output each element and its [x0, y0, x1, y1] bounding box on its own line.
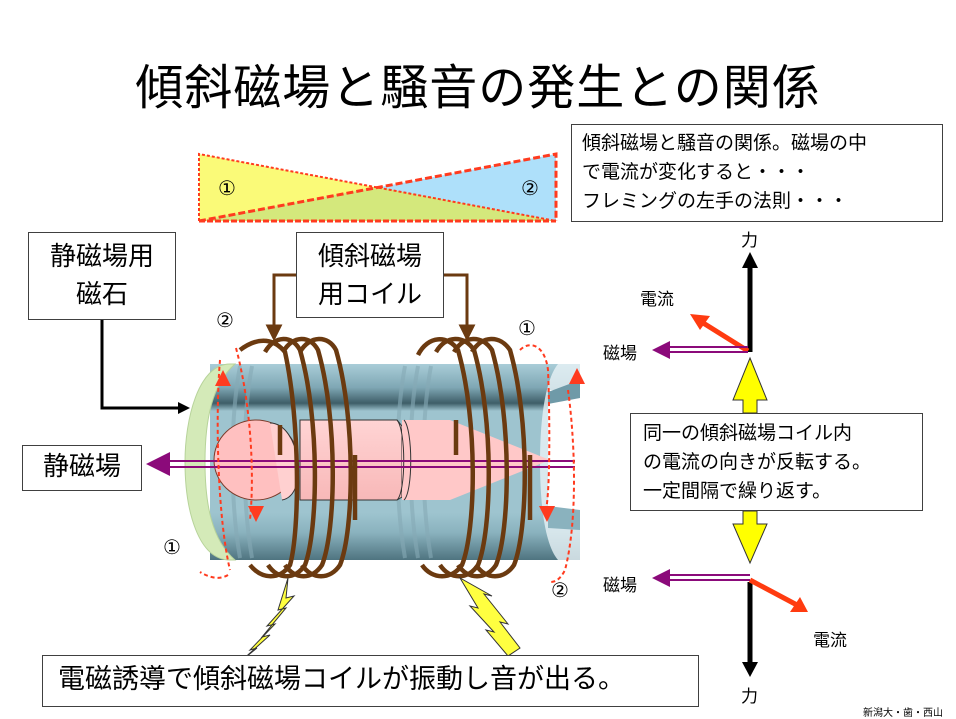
gradient-coil-label-line: 傾斜磁場 [317, 242, 422, 272]
bolt-right [458, 576, 521, 657]
field-label-top: 磁場 [603, 344, 637, 364]
credit-label: 新潟大・歯・西山 [863, 708, 943, 719]
static-field-label-box: 静磁場 [22, 445, 142, 491]
field-label-bottom: 磁場 [603, 576, 637, 596]
fleming-top [652, 252, 758, 359]
loop-label-right-bottom: ② [551, 578, 569, 602]
region-2-outline [198, 152, 558, 223]
loop-arrowhead [539, 506, 555, 522]
static-magnet-label-line: 磁石 [75, 280, 128, 310]
overlap-triangle [199, 187, 556, 221]
current-arrow-bottom [748, 577, 799, 608]
current-label-bottom: 電流 [813, 631, 847, 651]
static-magnet-label-box: 静磁場用 磁石 [28, 232, 176, 320]
force-label-bottom: 力 [741, 687, 758, 707]
reversal-line: の電流の向きが反転する。 [643, 451, 872, 473]
gradient-legend [198, 152, 558, 223]
conclusion-text: 電磁誘導で傾斜磁場コイルが振動し音が出る。 [58, 664, 625, 695]
vibration-bolts [239, 576, 521, 663]
gradient-coil-label-box: 傾斜磁場 用コイル [296, 232, 444, 318]
loop-arrowhead [569, 368, 585, 384]
explanation-line: フレミングの左手の法則・・・ [582, 190, 849, 212]
field-arrowhead-top [652, 341, 670, 359]
static-magnet-label-line: 静磁場用 [49, 242, 154, 272]
yellow-double-arrow [732, 356, 768, 565]
bolt-left [239, 577, 296, 663]
slide-title: 傾斜磁場と騒音の発生との関係 [135, 60, 821, 116]
loop-label-right-top: ① [518, 316, 536, 340]
gradient-coil-label-line: 用コイル [317, 280, 422, 310]
loop-label-left-top: ② [216, 308, 234, 332]
explanation-box: 傾斜磁場と騒音の関係。磁場の中 で電流が変化すると・・・ フレミングの左手の法則… [571, 124, 943, 222]
fleming-bottom [652, 569, 808, 677]
explanation-line: で電流が変化すると・・・ [582, 161, 811, 183]
reversal-line: 一定間隔で繰り返す。 [643, 480, 832, 502]
field-arrowhead-bottom [652, 569, 670, 587]
current-label-top: 電流 [640, 290, 674, 310]
static-field-label: 静磁場 [42, 452, 121, 482]
coil-pointers [265, 273, 476, 342]
region-2-label: ② [521, 176, 539, 200]
loop-arrowhead [215, 370, 231, 386]
region-1-label: ① [218, 176, 236, 200]
gradient-coil-right [415, 336, 533, 579]
conclusion-box: 電磁誘導で傾斜磁場コイルが振動し音が出る。 [42, 655, 699, 707]
loop-label-left-bottom: ① [163, 535, 181, 559]
explanation-line: 傾斜磁場と騒音の関係。磁場の中 [582, 132, 868, 154]
region-1-outline [198, 152, 557, 222]
force-label-top: 力 [741, 231, 758, 251]
magnet-pointer [100, 320, 190, 414]
loop-arrowhead [248, 506, 264, 522]
current-reversal-box: 同一の傾斜磁場コイル内 の電流の向きが反転する。 一定間隔で繰り返す。 [630, 413, 923, 511]
reversal-line: 同一の傾斜磁場コイル内 [643, 422, 853, 444]
gradient-coil-left [238, 336, 358, 579]
